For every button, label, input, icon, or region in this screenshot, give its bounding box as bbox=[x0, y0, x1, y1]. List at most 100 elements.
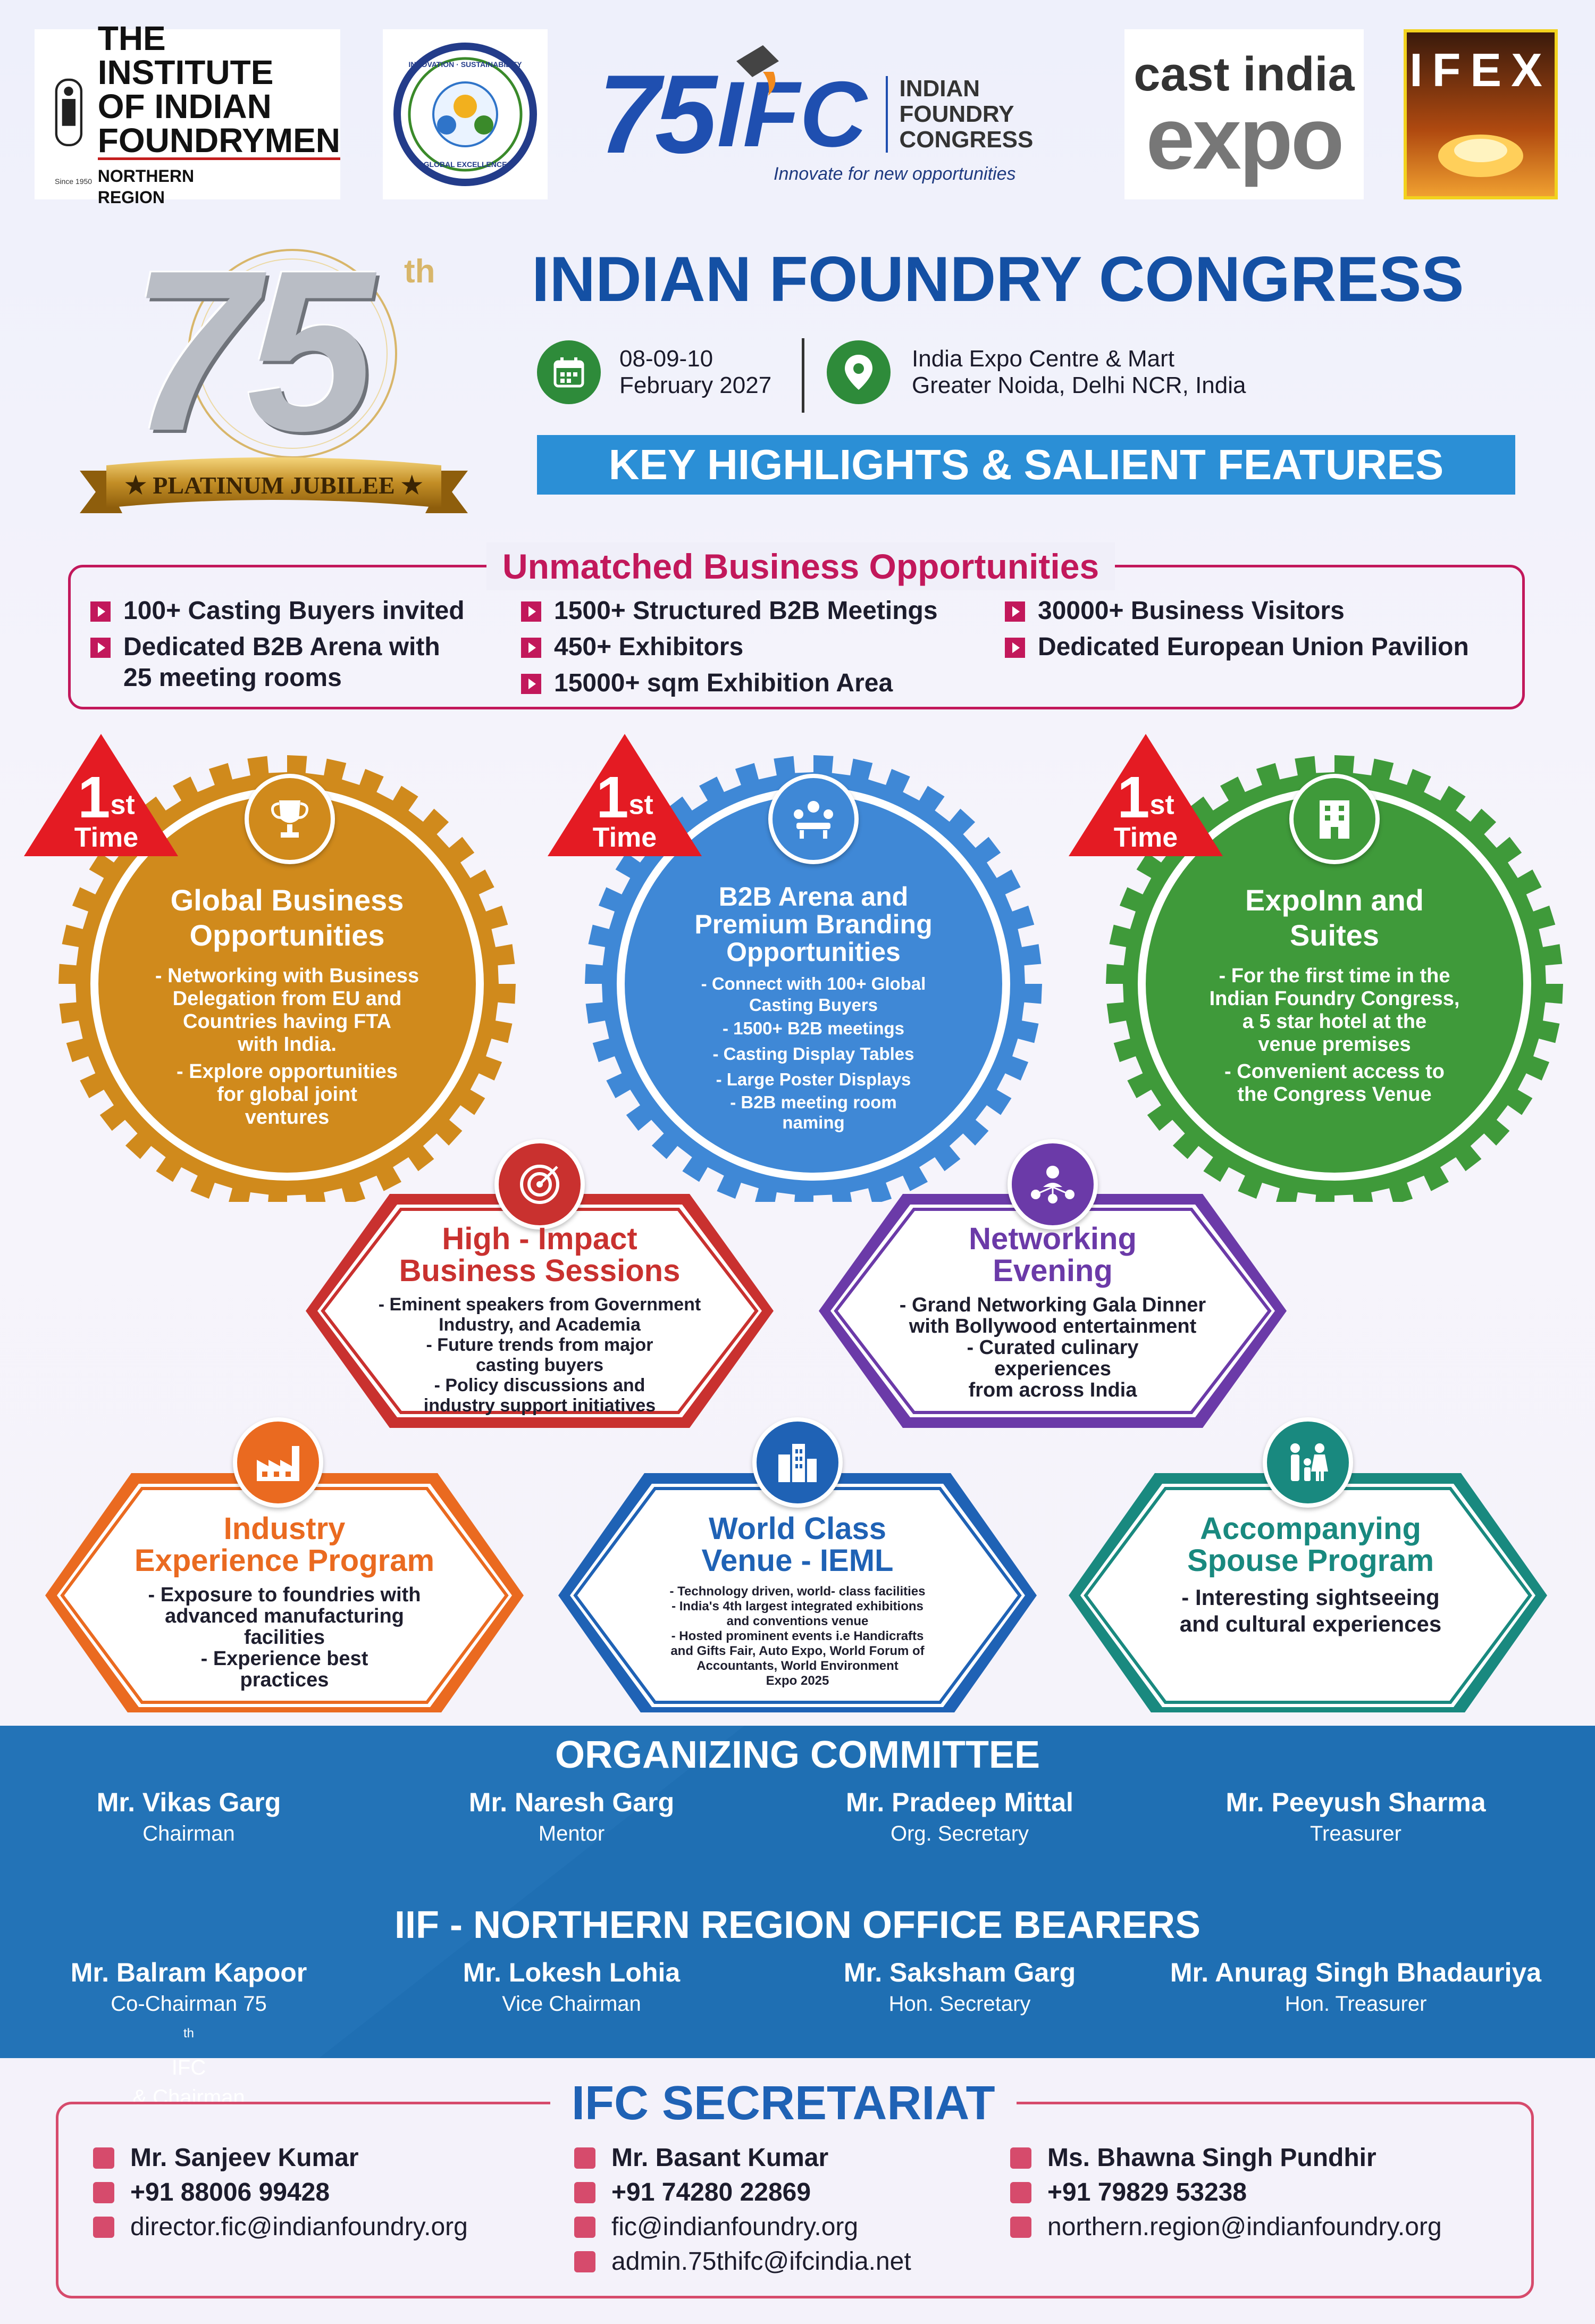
contact-email[interactable]: northern.region@indianfoundry.org bbox=[1010, 2212, 1442, 2242]
opp-item-eu-pavilion: Dedicated European Union Pavilion bbox=[1005, 632, 1469, 663]
badge-top-text: INNOVATION · SUSTAINABILITY bbox=[408, 60, 522, 69]
jubilee-emblem: 75 th ★ PLATINUM JUBILEE ★ bbox=[74, 237, 473, 540]
contact-name: Mr. Sanjeev Kumar bbox=[93, 2143, 359, 2172]
contact-email[interactable]: director.fic@indianfoundry.org bbox=[93, 2212, 468, 2242]
first-time-badge bbox=[24, 734, 178, 856]
contact-name: Ms. Bhawna Singh Pundhir bbox=[1010, 2143, 1376, 2172]
opp-item-exhibitors: 450+ Exhibitors bbox=[521, 632, 743, 663]
contact-phone[interactable]: +91 79829 53238 bbox=[1010, 2178, 1247, 2207]
target-icon bbox=[494, 1139, 585, 1230]
ifc-name-line1: INDIAN bbox=[899, 76, 980, 102]
gear-face bbox=[98, 795, 476, 1173]
opp-item-visitors: 30000+ Business Visitors bbox=[1005, 596, 1345, 626]
person-icon bbox=[93, 2147, 114, 2169]
iif-region: NORTHERN REGION bbox=[97, 166, 195, 207]
contact-phone[interactable]: +91 88006 99428 bbox=[93, 2178, 330, 2207]
jubilee-ribbon bbox=[80, 457, 468, 513]
meeting-icon bbox=[768, 774, 859, 864]
ladle-icon bbox=[736, 45, 779, 96]
secretariat-title: IFC SECRETARIAT bbox=[550, 2074, 1017, 2133]
ifex-text: IFEX bbox=[1409, 44, 1552, 96]
jubilee-suffix: th bbox=[404, 253, 435, 290]
excellence-badge-logo: INNOVATION · SUSTAINABILITY GLOBAL EXCEL… bbox=[383, 29, 548, 199]
contact-email[interactable]: fic@indianfoundry.org bbox=[574, 2212, 858, 2242]
event-title: INDIAN FOUNDRY CONGRESS bbox=[532, 244, 1464, 315]
iif-since: Since 1950 bbox=[55, 177, 93, 186]
building-icon bbox=[752, 1417, 843, 1508]
opp-item-b2b-meetings: 1500+ Structured B2B Meetings bbox=[521, 596, 938, 626]
title-divider bbox=[802, 338, 804, 413]
hex-inner-line bbox=[834, 1208, 1272, 1414]
phone-icon bbox=[1010, 2181, 1031, 2203]
opportunities-title: Unmatched Business Opportunities bbox=[486, 542, 1115, 590]
hex-inner-line bbox=[1084, 1487, 1532, 1704]
highlights-banner-text: KEY HIGHLIGHTS & SALIENT FEATURES bbox=[608, 441, 1444, 488]
gear-face bbox=[1146, 795, 1523, 1173]
iif-name-line1: THE INSTITUTE bbox=[97, 19, 274, 91]
location-pin-icon bbox=[827, 340, 891, 404]
phone-icon bbox=[574, 2181, 595, 2203]
factory-icon bbox=[233, 1417, 323, 1508]
cast-india-text: cast india bbox=[1134, 48, 1355, 101]
person-icon bbox=[1010, 2147, 1031, 2169]
hex-inner-line bbox=[60, 1487, 509, 1704]
arrow-icon bbox=[90, 601, 111, 622]
ifc-logo: 75 IFC INDIAN FOUNDRY CONGRESS Innovate … bbox=[598, 29, 1077, 199]
gear-face bbox=[625, 795, 1002, 1173]
arrow-icon bbox=[521, 674, 541, 694]
iif-name-line3: FOUNDRYMEN bbox=[97, 121, 340, 160]
badge-bottom-text: GLOBAL EXCELLENCE bbox=[423, 160, 507, 169]
expo-text: expo bbox=[1146, 89, 1344, 187]
phone-icon bbox=[93, 2181, 114, 2203]
gears-layer bbox=[58, 755, 1563, 1202]
hex-inner-line bbox=[573, 1487, 1022, 1704]
contact-phone[interactable]: +91 74280 22869 bbox=[574, 2178, 811, 2207]
iif-logo: THE INSTITUTE OF INDIAN FOUNDRYMEN NORTH… bbox=[35, 21, 340, 207]
ifex-logo: IFEX bbox=[1404, 29, 1558, 199]
mail-icon bbox=[574, 2216, 595, 2238]
mail-icon bbox=[93, 2216, 114, 2238]
jubilee-number: 75 bbox=[130, 223, 374, 479]
family-icon bbox=[1263, 1417, 1353, 1508]
calendar-icon bbox=[537, 340, 601, 404]
first-time-badge bbox=[548, 734, 702, 856]
arrow-icon bbox=[90, 638, 111, 658]
event-date-line2: February 2027 bbox=[619, 372, 772, 398]
arrow-icon bbox=[521, 601, 541, 622]
molten-metal-icon bbox=[1438, 135, 1523, 177]
cast-india-expo-logo: cast india expo bbox=[1124, 29, 1364, 199]
committee-title: ORGANIZING COMMITTEE bbox=[555, 1734, 1040, 1776]
hex-gap bbox=[570, 1484, 1025, 1707]
highlights-banner: KEY HIGHLIGHTS & SALIENT FEATURES bbox=[537, 435, 1515, 495]
contact-name: Mr. Basant Kumar bbox=[574, 2143, 828, 2172]
bearers-title: IIF - NORTHERN REGION OFFICE BEARERS bbox=[394, 1904, 1201, 1946]
hex-gap bbox=[317, 1205, 762, 1417]
iif-emblem-icon bbox=[55, 78, 83, 147]
arrow-icon bbox=[1005, 601, 1025, 622]
ifc-name-line3: CONGRESS bbox=[899, 127, 1034, 153]
contact-email[interactable]: admin.75thifc@ifcindia.net bbox=[574, 2247, 911, 2276]
ifc-logo-num: 75 bbox=[598, 52, 717, 177]
arrow-icon bbox=[1005, 638, 1025, 658]
network-icon bbox=[1008, 1139, 1098, 1230]
mail-icon bbox=[1010, 2216, 1031, 2238]
hex-gap bbox=[57, 1484, 512, 1707]
committee-band bbox=[0, 1726, 1595, 2058]
jubilee-ribbon-text: ★ PLATINUM JUBILEE ★ bbox=[124, 472, 423, 499]
